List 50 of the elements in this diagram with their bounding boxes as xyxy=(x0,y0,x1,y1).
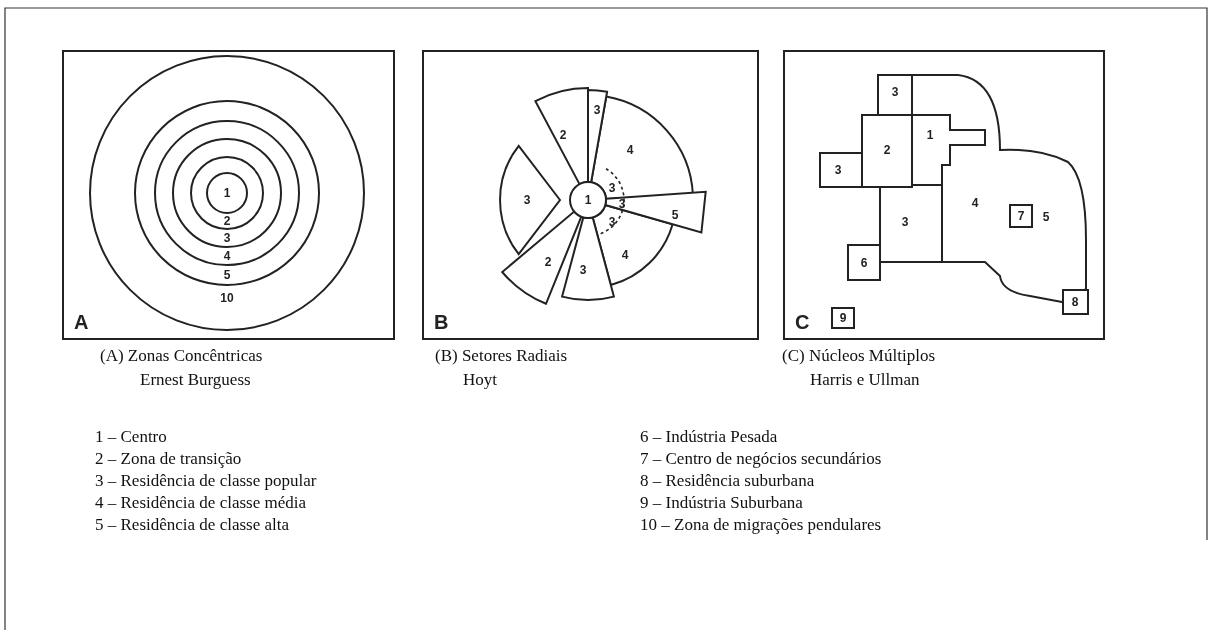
zone-number: 8 xyxy=(1071,296,1079,308)
legend-entry: 7 – Centro de negócios secundários xyxy=(640,449,882,469)
legend-entry: 3 – Residência de classe popular xyxy=(95,471,317,491)
zone-number: 5 xyxy=(223,269,231,281)
zone-number: 3 xyxy=(579,264,587,276)
legend-entry: 1 – Centro xyxy=(95,427,167,447)
legend-entry: 9 – Indústria Suburbana xyxy=(640,493,803,513)
panel-caption: Harris e Ullman xyxy=(810,370,920,390)
zone-number: 3 xyxy=(608,182,616,194)
zone-number: 3 xyxy=(608,216,616,228)
zone-number: 4 xyxy=(621,249,629,261)
zone-number: 4 xyxy=(626,144,634,156)
zone-number: 9 xyxy=(839,312,847,324)
zone-number: 3 xyxy=(891,86,899,98)
model-panel xyxy=(783,50,1105,340)
zone-number: 3 xyxy=(901,216,909,228)
panel-caption: Ernest Burguess xyxy=(140,370,251,390)
model-panel xyxy=(62,50,395,340)
zone-number: 10 xyxy=(220,292,234,304)
model-panel xyxy=(422,50,759,340)
zone-number: 5 xyxy=(1042,211,1050,223)
zone-number: 1 xyxy=(926,129,934,141)
zone-number: 3 xyxy=(593,104,601,116)
zone-number: 2 xyxy=(883,144,891,156)
legend-entry: 2 – Zona de transição xyxy=(95,449,242,469)
zone-number: 3 xyxy=(223,232,231,244)
zone-number: 3 xyxy=(523,194,531,206)
zone-number: 1 xyxy=(584,194,592,206)
legend-entry: 4 – Residência de classe média xyxy=(95,493,306,513)
zone-number: 4 xyxy=(971,197,979,209)
zone-number: 2 xyxy=(544,256,552,268)
legend-entry: 5 – Residência de classe alta xyxy=(95,515,289,535)
panel-caption: (C) Núcleos Múltiplos xyxy=(782,346,935,366)
zone-number: 5 xyxy=(671,209,679,221)
panel-letter: A xyxy=(74,311,89,334)
zone-number: 2 xyxy=(223,215,231,227)
legend-entry: 10 – Zona de migrações pendulares xyxy=(640,515,882,535)
panel-letter: C xyxy=(795,311,810,334)
zone-number: 7 xyxy=(1017,210,1025,222)
panel-letter: B xyxy=(434,311,449,334)
legend-entry: 8 – Residência suburbana xyxy=(640,471,815,491)
legend-entry: 6 – Indústria Pesada xyxy=(640,427,778,447)
zone-number: 3 xyxy=(834,164,842,176)
zone-number: 1 xyxy=(223,187,231,199)
zone-number: 6 xyxy=(860,257,868,269)
zone-number: 2 xyxy=(559,129,567,141)
panel-caption: (A) Zonas Concêntricas xyxy=(100,346,263,366)
panel-caption: (B) Setores Radiais xyxy=(435,346,568,366)
panel-caption: Hoyt xyxy=(463,370,497,390)
zone-number: 4 xyxy=(223,250,231,262)
